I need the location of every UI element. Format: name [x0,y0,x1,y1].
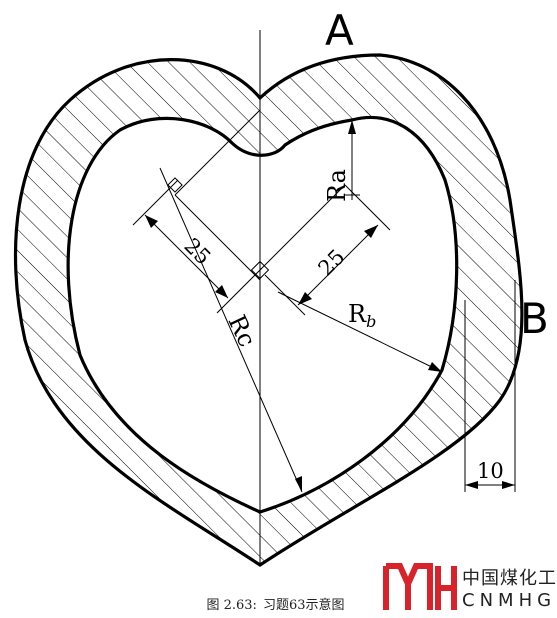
dim-10-text: 10 [477,459,504,483]
logo-chinese-text: 中国煤化工 [462,568,557,589]
dim-25-left-text: 25 [179,234,215,270]
caption-number: 图 2.63: [206,598,257,613]
radius-c: Rc [159,167,303,493]
dim-25-right: 25 [259,184,391,316]
watermark-logo: 中国煤化工 CNMHG [382,560,557,616]
radius-b: Rb [277,291,443,373]
label-b: B [520,294,549,343]
dim-10: 10 [464,280,516,492]
radius-c-text: Rc [223,311,262,351]
logo-latin-text: CNMHG [462,590,557,611]
label-a: A [325,6,354,55]
figure-caption: 图 2.63: 习题63示意图 [0,594,557,613]
cam-profile-drawing: 25 25 Ra Rb Rc 10 A B [13,6,549,567]
outer-contour [13,53,524,567]
radius-a-text: Ra [323,169,351,202]
radius-a: Ra [323,120,360,202]
dim-25-right-text: 25 [314,245,350,281]
logo-mark-icon [383,563,457,610]
hatched-wall [15,55,522,565]
caption-text: 习题63示意图 [262,598,345,613]
radius-b-text: Rb [348,300,376,331]
inner-contour [66,115,459,514]
